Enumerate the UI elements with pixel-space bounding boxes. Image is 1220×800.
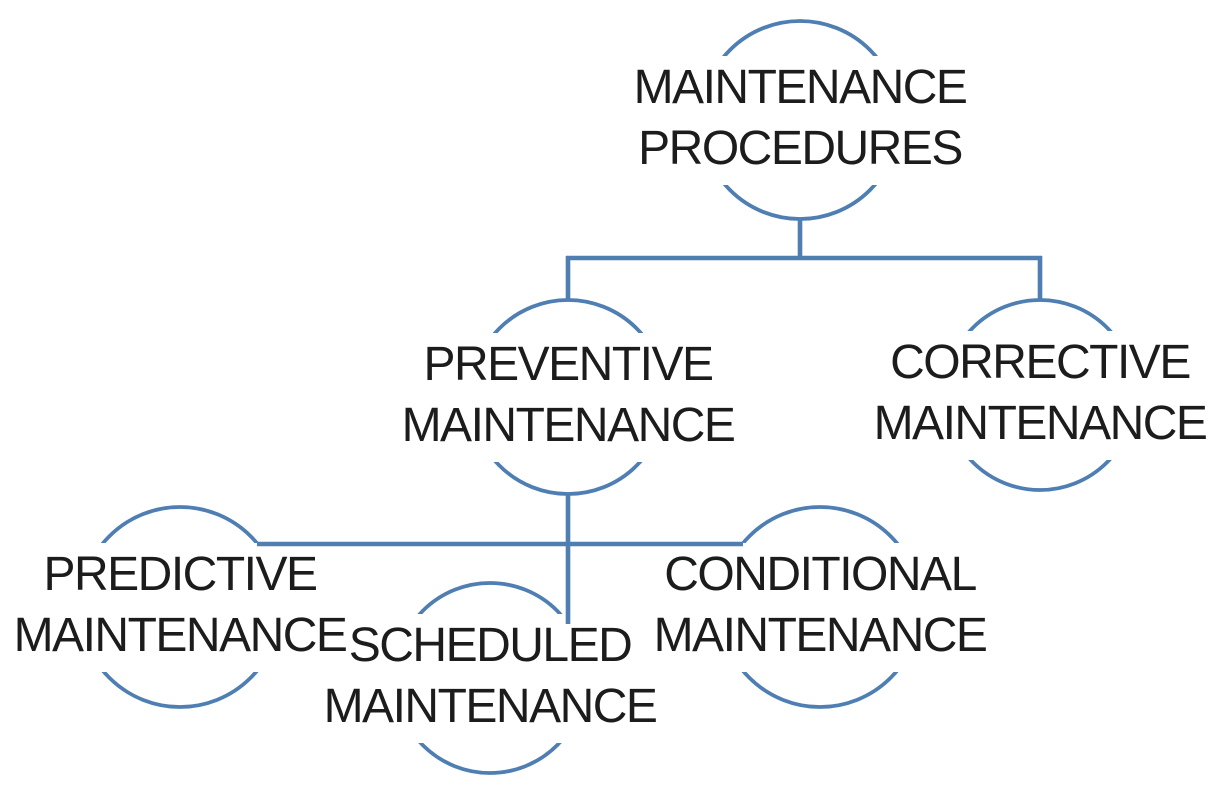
node-label-band-preventive-maintenance bbox=[395, 333, 741, 462]
connectors-layer bbox=[257, 219, 1043, 624]
node-label-band-predictive-maintenance bbox=[7, 543, 353, 672]
node-label-band-scheduled-maintenance bbox=[317, 614, 663, 743]
node-label-band-maintenance-procedures bbox=[627, 56, 973, 185]
label-bands-layer bbox=[7, 56, 1213, 743]
node-label-band-corrective-maintenance bbox=[867, 331, 1213, 460]
node-label-band-conditional-maintenance bbox=[647, 543, 993, 672]
